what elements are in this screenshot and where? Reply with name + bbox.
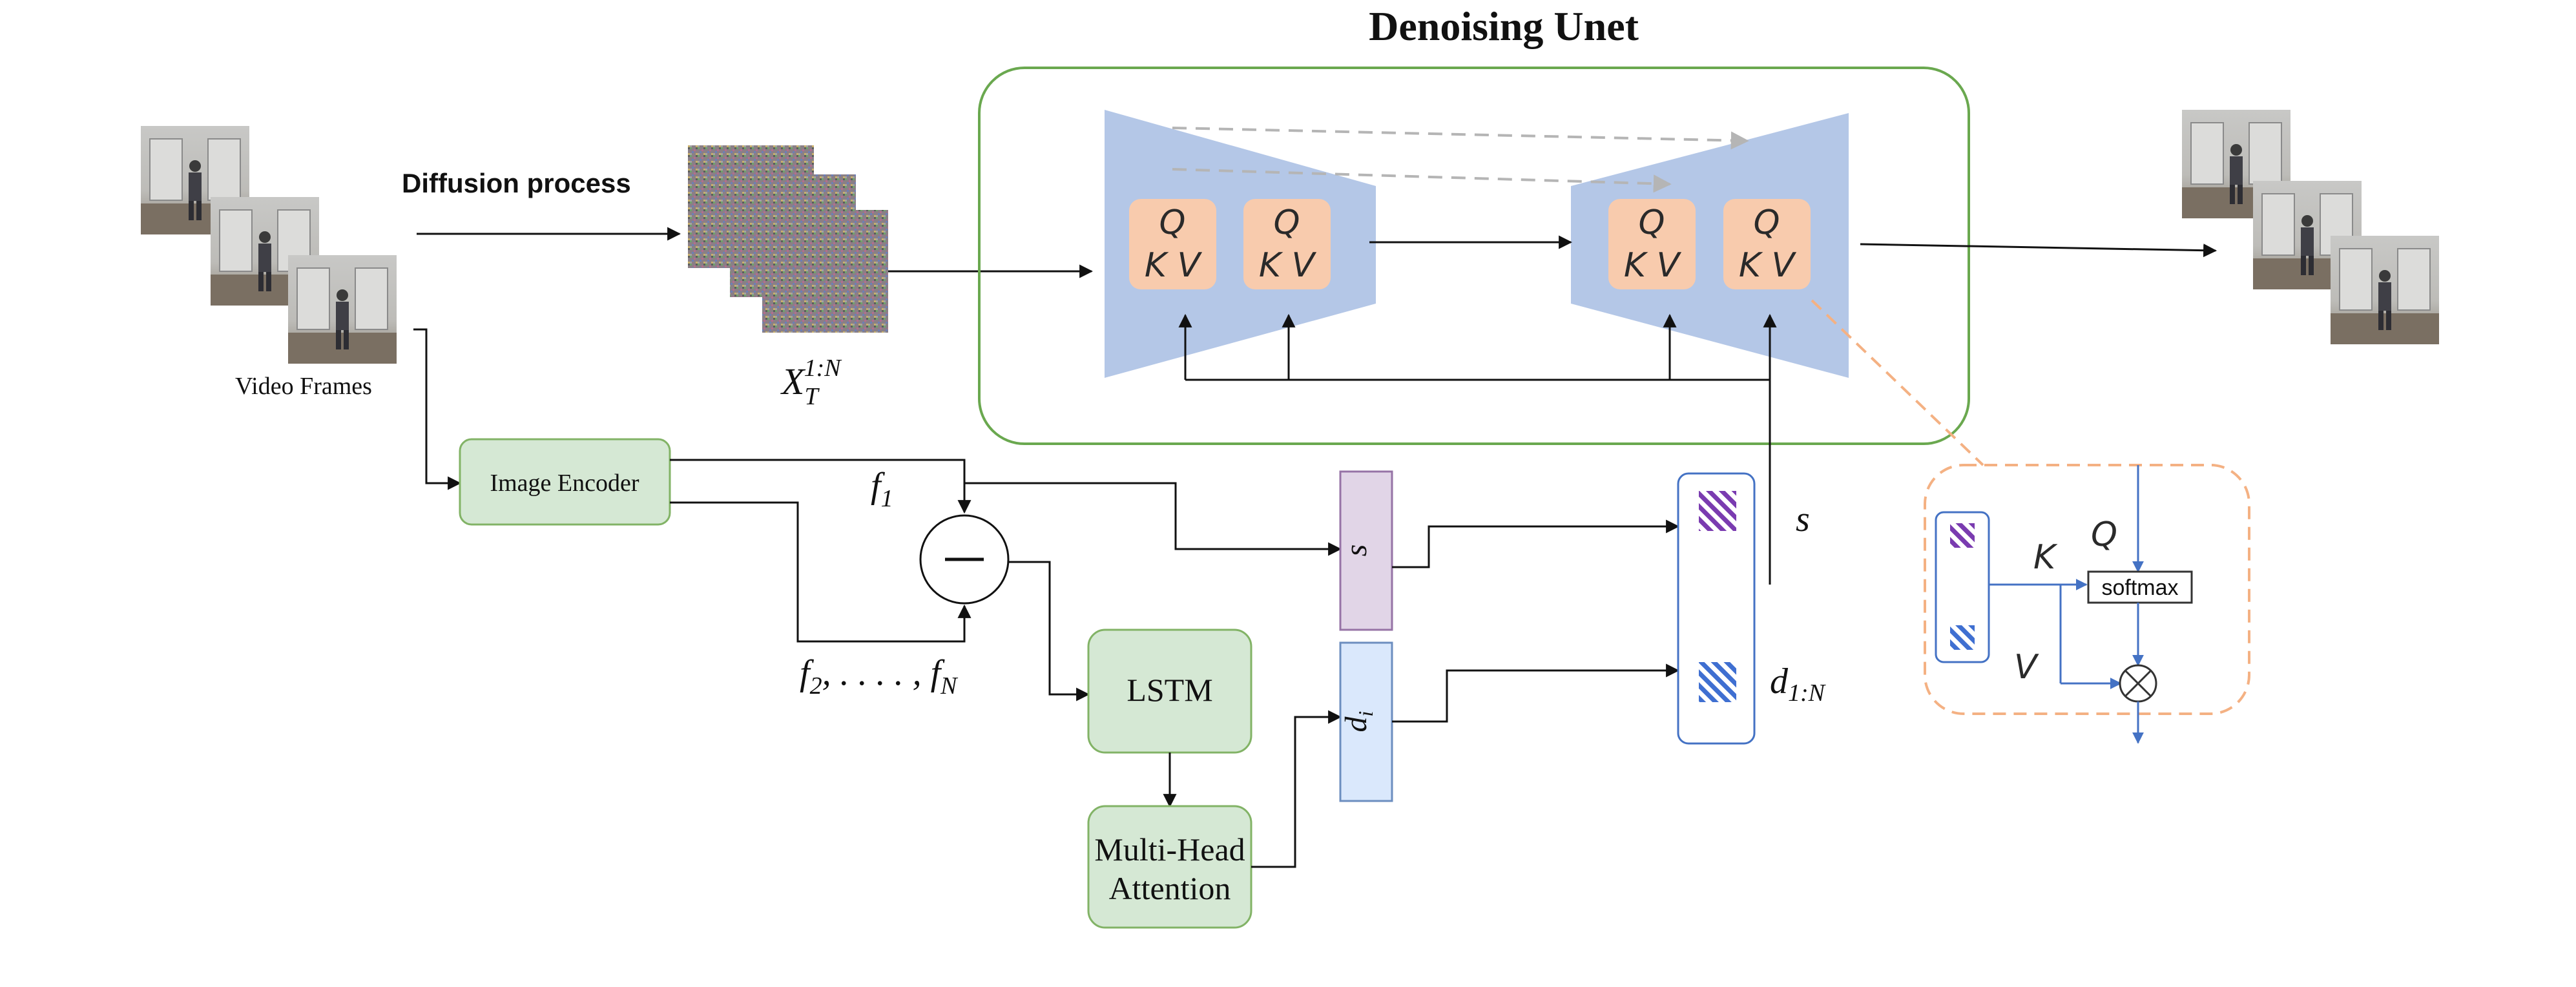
svg-text:K: K bbox=[2033, 538, 2058, 577]
condition-token-stack bbox=[1677, 472, 1756, 745]
d-label: d1:N bbox=[1770, 661, 1827, 707]
svg-text:LSTM: LSTM bbox=[1127, 672, 1212, 708]
f1-to-s-path bbox=[964, 482, 1342, 556]
f1-label: f1 bbox=[871, 466, 893, 512]
svg-text:K V: K V bbox=[1259, 246, 1317, 285]
subtraction-node bbox=[919, 514, 1010, 605]
frames-to-encoder-arrow bbox=[413, 328, 462, 490]
svg-text:Image Encoder: Image Encoder bbox=[490, 470, 639, 497]
skip-connection-top bbox=[1172, 127, 1749, 150]
unet-container bbox=[978, 67, 1970, 445]
qkv-block-2: Q K V bbox=[1243, 199, 1331, 289]
zoom-connector-line bbox=[1811, 299, 1984, 466]
qkv-block-1: Q K V bbox=[1129, 199, 1216, 289]
image-encoder-box: Image Encoder bbox=[459, 438, 671, 526]
svg-text:Multi-Head: Multi-Head bbox=[1094, 831, 1245, 868]
svg-text:Q: Q bbox=[2091, 515, 2117, 554]
video-frames-label: Video Frames bbox=[235, 373, 372, 400]
svg-text:V: V bbox=[2014, 648, 2039, 687]
svg-text:Q: Q bbox=[1159, 203, 1186, 242]
qkv-block-3: Q K V bbox=[1608, 199, 1696, 289]
f2-fn-label: f2, . . . . , fN bbox=[800, 653, 959, 700]
qkv-block-4: Q K V bbox=[1723, 199, 1811, 289]
noise-images bbox=[688, 145, 888, 333]
s-label: s bbox=[1796, 499, 1810, 539]
svg-text:Q: Q bbox=[1274, 203, 1300, 242]
cross-attention-detail: softmax K Q V bbox=[1924, 464, 2250, 744]
lstm-box: LSTM bbox=[1087, 629, 1252, 754]
output-video-frames bbox=[2181, 109, 2440, 345]
svg-text:s: s bbox=[1339, 545, 1373, 557]
s-vector-box: s bbox=[1339, 470, 1393, 631]
unet-encoder bbox=[1105, 110, 1376, 378]
fn-path bbox=[670, 501, 971, 643]
input-video-frames bbox=[140, 125, 397, 364]
di-to-stack-arrow bbox=[1392, 663, 1680, 723]
svg-text:Q: Q bbox=[1639, 203, 1665, 242]
diffusion-process-label: Diffusion process bbox=[402, 168, 631, 198]
s-to-stack-arrow bbox=[1392, 519, 1680, 568]
svg-text:Attention: Attention bbox=[1109, 870, 1231, 906]
diagram-title: Denoising Unet bbox=[1369, 3, 1639, 49]
svg-text:K V: K V bbox=[1739, 246, 1797, 285]
svg-text:softmax: softmax bbox=[2101, 576, 2178, 600]
skip-connection-bottom bbox=[1172, 168, 1672, 193]
svg-text:K V: K V bbox=[1145, 246, 1203, 285]
conditioning-bus bbox=[1178, 313, 1777, 585]
di-vector-box: di bbox=[1339, 641, 1393, 802]
svg-text:di: di bbox=[1339, 711, 1377, 732]
noise-latent-label: XT1:N bbox=[780, 355, 842, 410]
unet-output-arrow bbox=[1860, 243, 2218, 258]
multi-head-attention-box: Multi-Head Attention bbox=[1087, 805, 1252, 929]
sub-to-lstm-arrow bbox=[1008, 561, 1090, 701]
svg-text:K V: K V bbox=[1624, 246, 1682, 285]
f1-path bbox=[670, 459, 971, 514]
svg-text:Q: Q bbox=[1754, 203, 1780, 242]
unet-decoder bbox=[1571, 113, 1849, 378]
mha-to-di-arrow bbox=[1251, 710, 1342, 868]
